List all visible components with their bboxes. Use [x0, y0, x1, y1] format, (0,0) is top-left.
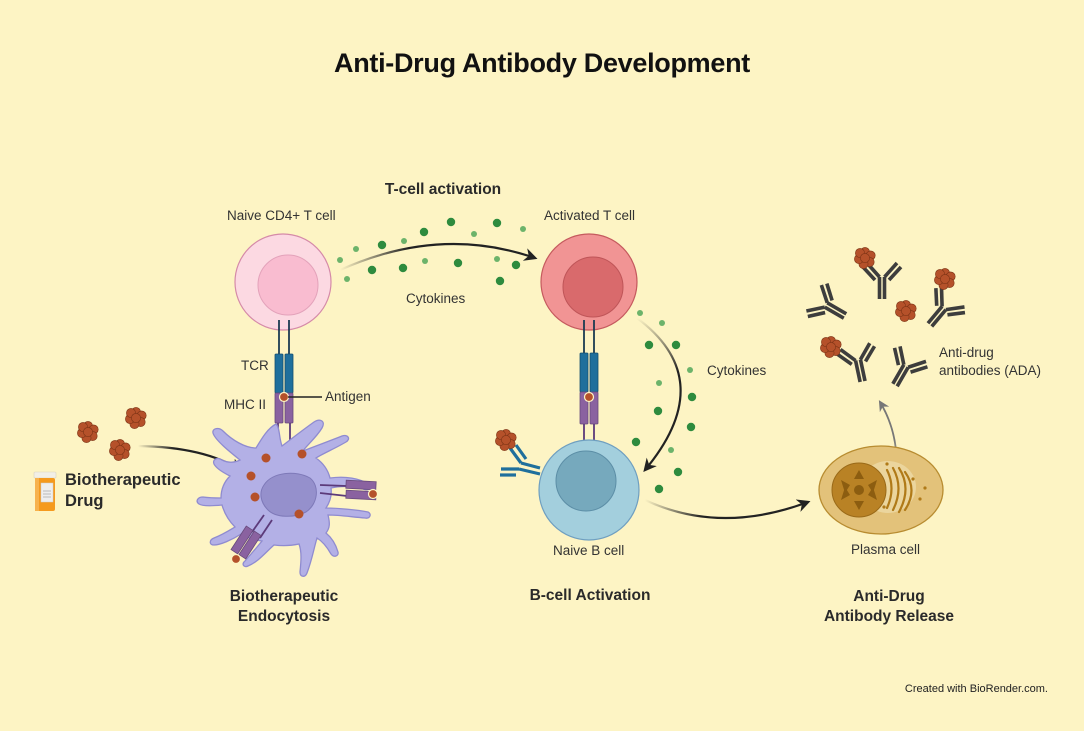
tcr-label: TCR [241, 358, 269, 373]
drug-particle [124, 406, 147, 430]
cytokine [337, 257, 343, 263]
naive-b-cell [538, 439, 640, 541]
antibody [861, 261, 903, 301]
cytokine [686, 422, 696, 432]
cytokines-right-group [631, 310, 697, 494]
cytokine [419, 227, 429, 237]
stage-endocytosis-heading: Biotherapeutic Endocytosis [194, 587, 374, 627]
cytokine [644, 340, 654, 350]
cytokines-top-group [337, 217, 526, 286]
cytokine [367, 265, 377, 275]
ada-label-line1: Anti-drug [939, 345, 994, 360]
drug-particle [819, 335, 842, 359]
cytokine [637, 310, 643, 316]
drug-particles [76, 406, 147, 462]
biotherapeutic-drug-line2: Drug [65, 492, 104, 510]
stage-endocytosis-line2: Endocytosis [237, 608, 331, 625]
drug-particle [894, 299, 917, 323]
cytokine [453, 258, 463, 268]
stage-b-cell-activation-line1: B-cell Activation [529, 587, 651, 604]
pill-bottle-icon [33, 471, 57, 511]
stage-ada-release-heading: Anti-Drug Antibody Release [799, 587, 979, 627]
cytokine [494, 256, 500, 262]
naive-b-cell-label: Naive B cell [553, 543, 625, 558]
b-to-plasma-arrow [644, 499, 811, 520]
stage-endocytosis-line1: Biotherapeutic [229, 588, 339, 605]
mhc-ii-label: MHC II [224, 397, 266, 412]
antigen-label: Antigen [325, 389, 371, 404]
antibody [802, 279, 857, 335]
cytokine [401, 238, 407, 244]
naive-t-cell-label: Naive CD4+ T cell [227, 208, 336, 223]
stage-b-cell-activation-heading: B-cell Activation [500, 586, 680, 606]
t-cell-activation-arrow [339, 242, 538, 272]
antibody [876, 342, 932, 397]
cytokine [687, 392, 697, 402]
cytokine [471, 231, 477, 237]
cytokine [492, 218, 502, 228]
cytokine [511, 260, 521, 270]
cytokine [495, 276, 505, 286]
ada-label: Anti-drug antibodies (ADA) [939, 344, 1041, 380]
cytokine [353, 246, 359, 252]
cytokine [398, 263, 408, 273]
naive-t-cell [234, 233, 332, 331]
activated-t-cell [540, 233, 638, 331]
cytokine [654, 484, 664, 494]
antibody [834, 340, 883, 388]
stage-ada-release-line2: Antibody Release [823, 608, 955, 625]
drug-particle [76, 420, 99, 444]
t-cell-activation-label: T-cell activation [384, 181, 502, 198]
cytokine [653, 406, 663, 416]
cytokine [377, 240, 387, 250]
biotherapeutic-drug-label: Biotherapeutic Drug [65, 470, 181, 512]
cytokine [520, 226, 526, 232]
diagram-title: Anti-Drug Antibody Development [334, 48, 750, 78]
drug-particle [933, 267, 956, 291]
drug-particle [108, 438, 131, 462]
cytokine [656, 380, 662, 386]
tcr-mhc-complex-1 [274, 320, 322, 452]
cytokines-label-top: Cytokines [406, 291, 466, 306]
stage-ada-release-line1: Anti-Drug [853, 588, 925, 605]
plasma-cell-label: Plasma cell [851, 542, 921, 557]
drug-particle [853, 246, 876, 270]
cytokine [671, 340, 681, 350]
activated-t-cell-label: Activated T cell [544, 208, 636, 223]
t-to-b-cell-arrow [636, 317, 682, 473]
dendritic-cell [196, 419, 379, 577]
cytokine [659, 320, 665, 326]
ada-label-line2: antibodies (ADA) [939, 363, 1042, 378]
cytokines-label-right: Cytokines [707, 363, 767, 378]
cytokine [422, 258, 428, 264]
antibody [913, 283, 970, 339]
cytokine [673, 467, 683, 477]
b-cell-receptor [500, 444, 541, 477]
cytokine [687, 367, 693, 373]
cytokine [631, 437, 641, 447]
biorender-credit: Created with BioRender.com. [904, 683, 1048, 695]
cytokine [668, 447, 674, 453]
cytokine [344, 276, 350, 282]
plasma-cell [818, 445, 944, 535]
cytokine [446, 217, 456, 227]
tcr-mhc-complex-2 [579, 320, 599, 448]
biotherapeutic-drug-line1: Biotherapeutic [65, 471, 181, 489]
drug-particle [494, 428, 517, 452]
